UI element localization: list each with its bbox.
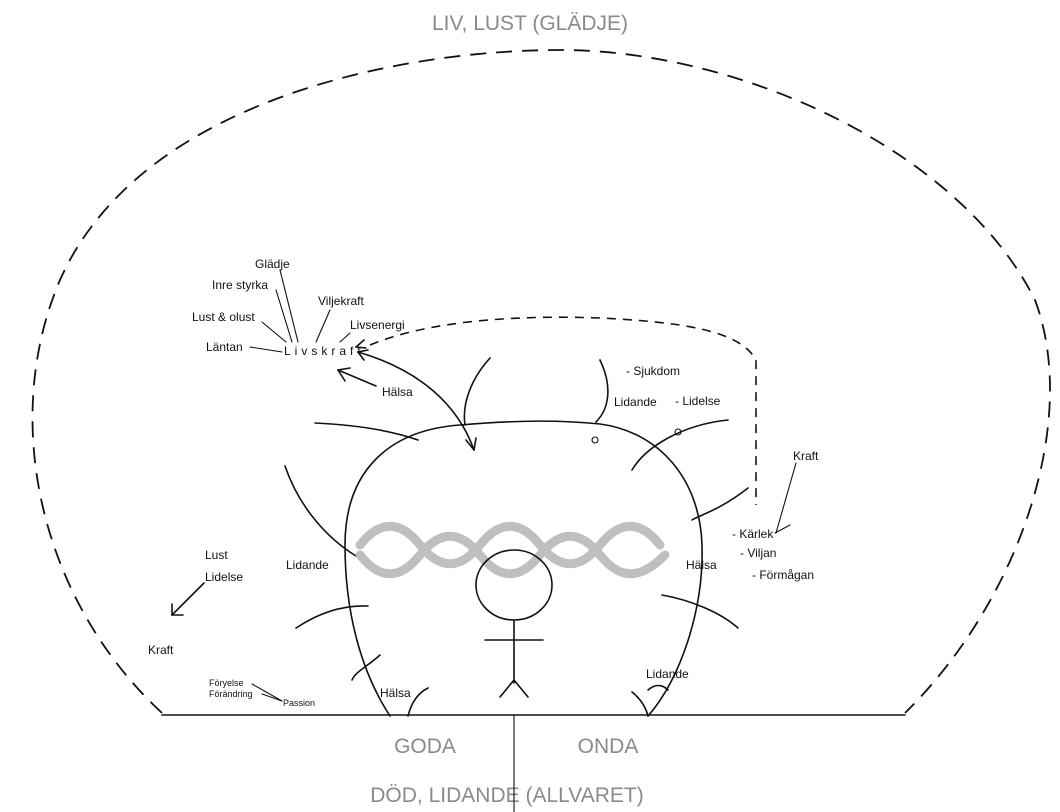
left-lidande-label: Lidande	[286, 558, 329, 572]
bottom-right-lidande-label: Lidande	[646, 667, 689, 681]
right-lidelse-label: - Lidelse	[675, 394, 721, 408]
halsa-arrow-icon	[337, 367, 377, 387]
foryelse-label: Föryelse	[209, 678, 244, 688]
karlek-line	[774, 524, 791, 534]
right-halsa-label: Hälsa	[686, 558, 717, 572]
livskraft-arrowhead-icon	[355, 339, 367, 349]
dna-helix	[355, 521, 670, 579]
goda-label: GODA	[394, 735, 456, 758]
formagan-label: - Förmågan	[752, 568, 814, 582]
right-lidande-label: Lidande	[614, 395, 657, 409]
lidelse-arrow-icon	[171, 582, 205, 616]
left-lust-label: Lust	[205, 548, 228, 562]
livsenergi-label: Livsenergi	[350, 318, 405, 332]
karlek-label: - Kärlek	[732, 527, 774, 541]
left-lidelse-label: Lidelse	[205, 570, 243, 584]
top-title: LIV, LUST (GLÄDJE)	[432, 12, 628, 35]
forandring-line	[261, 693, 283, 702]
left-kraft-label: Kraft	[148, 643, 174, 657]
passion-label: Passion	[283, 698, 315, 708]
livskraft-cluster: Livskraft Glädje Inre styrka Viljekraft …	[192, 257, 477, 451]
onda-label: ONDA	[578, 735, 639, 758]
livskraft-connector	[369, 316, 757, 505]
bottom-halsa-label: Hälsa	[380, 686, 411, 700]
outer-dashed-arc	[31, 49, 1051, 714]
inre-styrka-label: Inre styrka	[212, 278, 268, 292]
livskraft-halsa-label: Hälsa	[382, 385, 413, 399]
body-outline	[344, 420, 703, 717]
livskraft-label: Livskraft	[284, 344, 365, 358]
sjukdom-label: - Sjukdom	[626, 364, 680, 378]
body-spikes	[284, 357, 749, 717]
left-cluster: Lust Lidelse Kraft Föryelse Förändring P…	[148, 548, 315, 708]
right-kraft-label: Kraft	[793, 449, 819, 463]
viljekraft-label: Viljekraft	[318, 294, 364, 308]
bottom-title: DÖD, LIDANDE (ALLVARET)	[370, 784, 643, 807]
foryelse-line	[251, 683, 283, 702]
stick-figure	[475, 549, 553, 698]
node-circle	[591, 436, 599, 444]
lust-olust-label: Lust & olust	[192, 310, 255, 324]
karlek-kraft-line	[775, 462, 797, 534]
forandring-label: Förändring	[209, 689, 253, 699]
viljan-label: - Viljan	[740, 546, 776, 560]
livskraft-body-arrow-icon	[357, 349, 477, 451]
lantan-label: Läntan	[206, 340, 243, 354]
right-cluster: - Sjukdom Lidande - Lidelse Kraft - Kärl…	[614, 364, 819, 582]
livskraft-branch-lines	[249, 269, 351, 353]
node-circle	[674, 428, 682, 436]
gladje-label: Glädje	[255, 257, 290, 271]
